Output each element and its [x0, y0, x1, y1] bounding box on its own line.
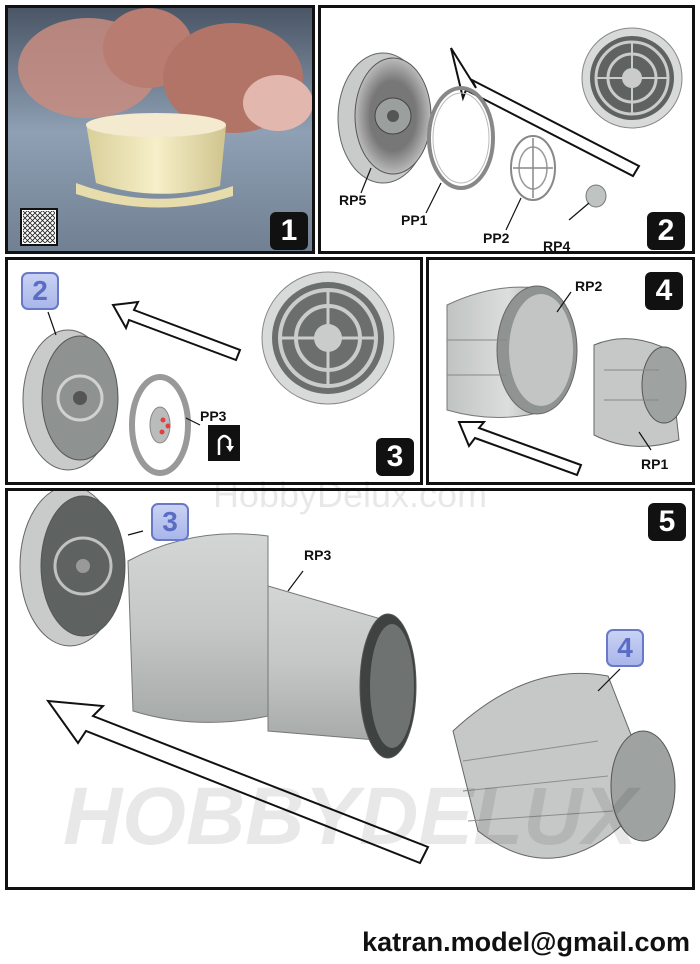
step-4-drawing — [446, 285, 687, 477]
label-rp4: RP4 — [543, 238, 571, 254]
step-3-drawing — [22, 271, 395, 476]
step-5-drawing — [19, 491, 676, 865]
step-number: 3 — [376, 438, 414, 476]
assembly-arrow — [457, 421, 583, 477]
hatch-swatch — [20, 208, 58, 246]
reference-step-badge: 4 — [606, 629, 644, 667]
step-3-panel: 2 PP3 3 — [5, 257, 423, 485]
watermark-small: HobbyDelux.com — [212, 474, 488, 515]
step-number: 2 — [647, 212, 685, 250]
watermark-big: HOBBYDELUX — [62, 771, 638, 862]
step-number: 5 — [648, 503, 686, 541]
step-4-panel: RP2 RP1 4 — [426, 257, 695, 485]
reference-step-badge: 3 — [151, 503, 189, 541]
assembly-arrow — [111, 300, 242, 362]
step-5-panel: 3 4 RP3 5 — [5, 488, 695, 890]
step-number: 1 — [270, 212, 308, 250]
step-2-panel: RP5 PP1 PP2 RP4 2 — [318, 5, 695, 254]
label-rp5: RP5 — [339, 192, 367, 208]
label-rp3: RP3 — [304, 547, 332, 563]
step-1-panel: 1 — [5, 5, 315, 254]
contact-email: katran.model@gmail.com — [362, 927, 690, 957]
step-number: 4 — [645, 272, 683, 310]
label-rp2: RP2 — [575, 278, 603, 294]
reference-step-badge: 2 — [21, 272, 59, 310]
assembly-arrow — [45, 699, 430, 865]
step-2-drawing — [337, 27, 683, 231]
step-1-photo — [8, 8, 312, 251]
assembly-arrow — [450, 47, 641, 178]
label-pp3: PP3 — [200, 408, 227, 424]
label-rp1: RP1 — [641, 456, 669, 472]
label-pp1: PP1 — [401, 212, 428, 228]
label-pp2: PP2 — [483, 230, 510, 246]
